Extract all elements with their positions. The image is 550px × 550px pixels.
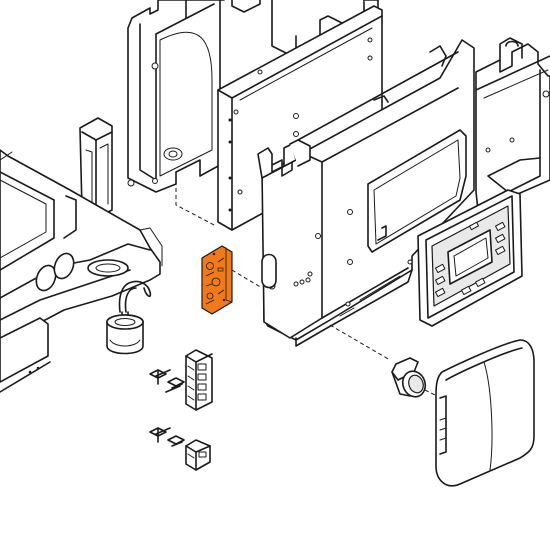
terminal-block-small xyxy=(185,439,211,471)
front-door-cover xyxy=(435,339,535,487)
connector-plugs-lower xyxy=(149,427,185,447)
mounting-plate xyxy=(217,5,383,231)
connector-plugs-upper xyxy=(149,369,185,393)
main-housing xyxy=(257,39,475,347)
circuit-board xyxy=(201,245,233,315)
back-bracket-frame xyxy=(127,0,225,193)
terminal-block-large xyxy=(185,349,213,411)
pressure-gauge xyxy=(106,280,152,355)
push-button-switch xyxy=(391,357,427,398)
control-panel xyxy=(417,189,523,327)
rear-housing-right xyxy=(475,37,550,211)
boiler-tray xyxy=(0,149,163,393)
